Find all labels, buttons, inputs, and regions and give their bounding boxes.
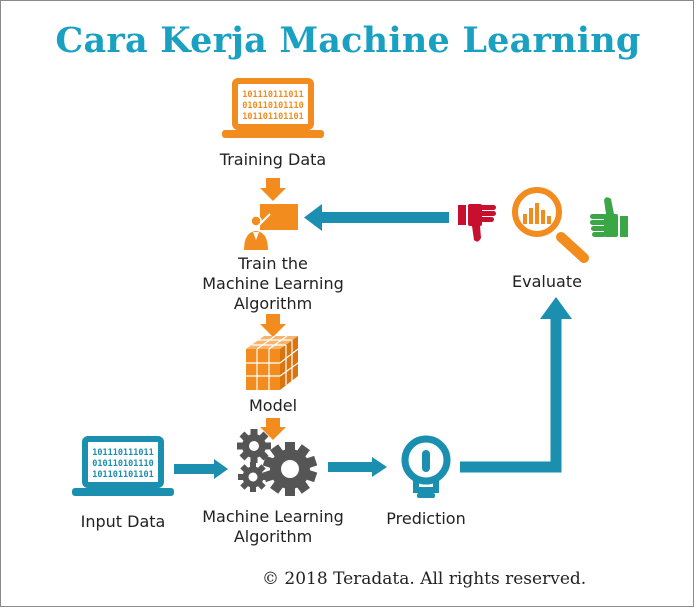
training-binary-line: 101101101101 xyxy=(242,112,303,122)
copyright-notice: © 2018 Teradata. All rights reserved. xyxy=(262,569,587,589)
thumbs-up-icon xyxy=(590,197,628,237)
input-binary-line: 101101101101 xyxy=(92,470,153,480)
prediction-label: Prediction xyxy=(386,509,466,528)
cube-icon xyxy=(246,335,299,390)
input-binary-line: 010110101110 xyxy=(92,459,153,469)
train-label-line: Train the xyxy=(238,254,308,273)
training-binary-line: 010110101110 xyxy=(242,101,303,111)
arrow-training-to-train xyxy=(260,178,286,201)
gears-icon xyxy=(237,429,318,496)
magnifier-chart-icon xyxy=(512,187,589,263)
ml-algorithm-label-line: Algorithm xyxy=(233,527,313,546)
train-label-line: Algorithm xyxy=(233,294,313,313)
evaluate-label: Evaluate xyxy=(512,272,582,291)
train-label-line: Machine Learning xyxy=(202,274,344,293)
arrow-evaluate-to-train xyxy=(304,204,449,231)
arrow-algorithm-to-prediction xyxy=(328,457,387,477)
presenter-icon xyxy=(244,204,298,250)
diagram-title: Cara Kerja Machine Learning xyxy=(55,20,641,61)
model-label: Model xyxy=(248,396,298,415)
training-binary-line: 101110111011 xyxy=(242,90,303,100)
arrow-input-to-algorithm xyxy=(174,459,228,479)
arrow-prediction-to-evaluate xyxy=(460,297,572,473)
ml-algorithm-label-line: Machine Learning xyxy=(202,507,344,526)
training-data-label: Training Data xyxy=(219,150,327,169)
input-data-label: Input Data xyxy=(80,512,166,531)
training-data-laptop-icon: 101110111011 010110101110 101101101101 xyxy=(222,78,324,138)
input-binary-line: 101110111011 xyxy=(92,448,153,458)
train-label: Train the Machine Learning Algorithm xyxy=(183,254,363,314)
thumbs-down-icon xyxy=(458,204,496,242)
arrow-model-to-algorithm xyxy=(260,418,286,440)
input-data-laptop-icon: 101110111011 010110101110 101101101101 xyxy=(72,436,174,496)
arrow-train-to-model xyxy=(260,314,286,337)
ml-algorithm-label: Machine Learning Algorithm xyxy=(183,507,363,547)
lightbulb-icon xyxy=(401,435,451,498)
